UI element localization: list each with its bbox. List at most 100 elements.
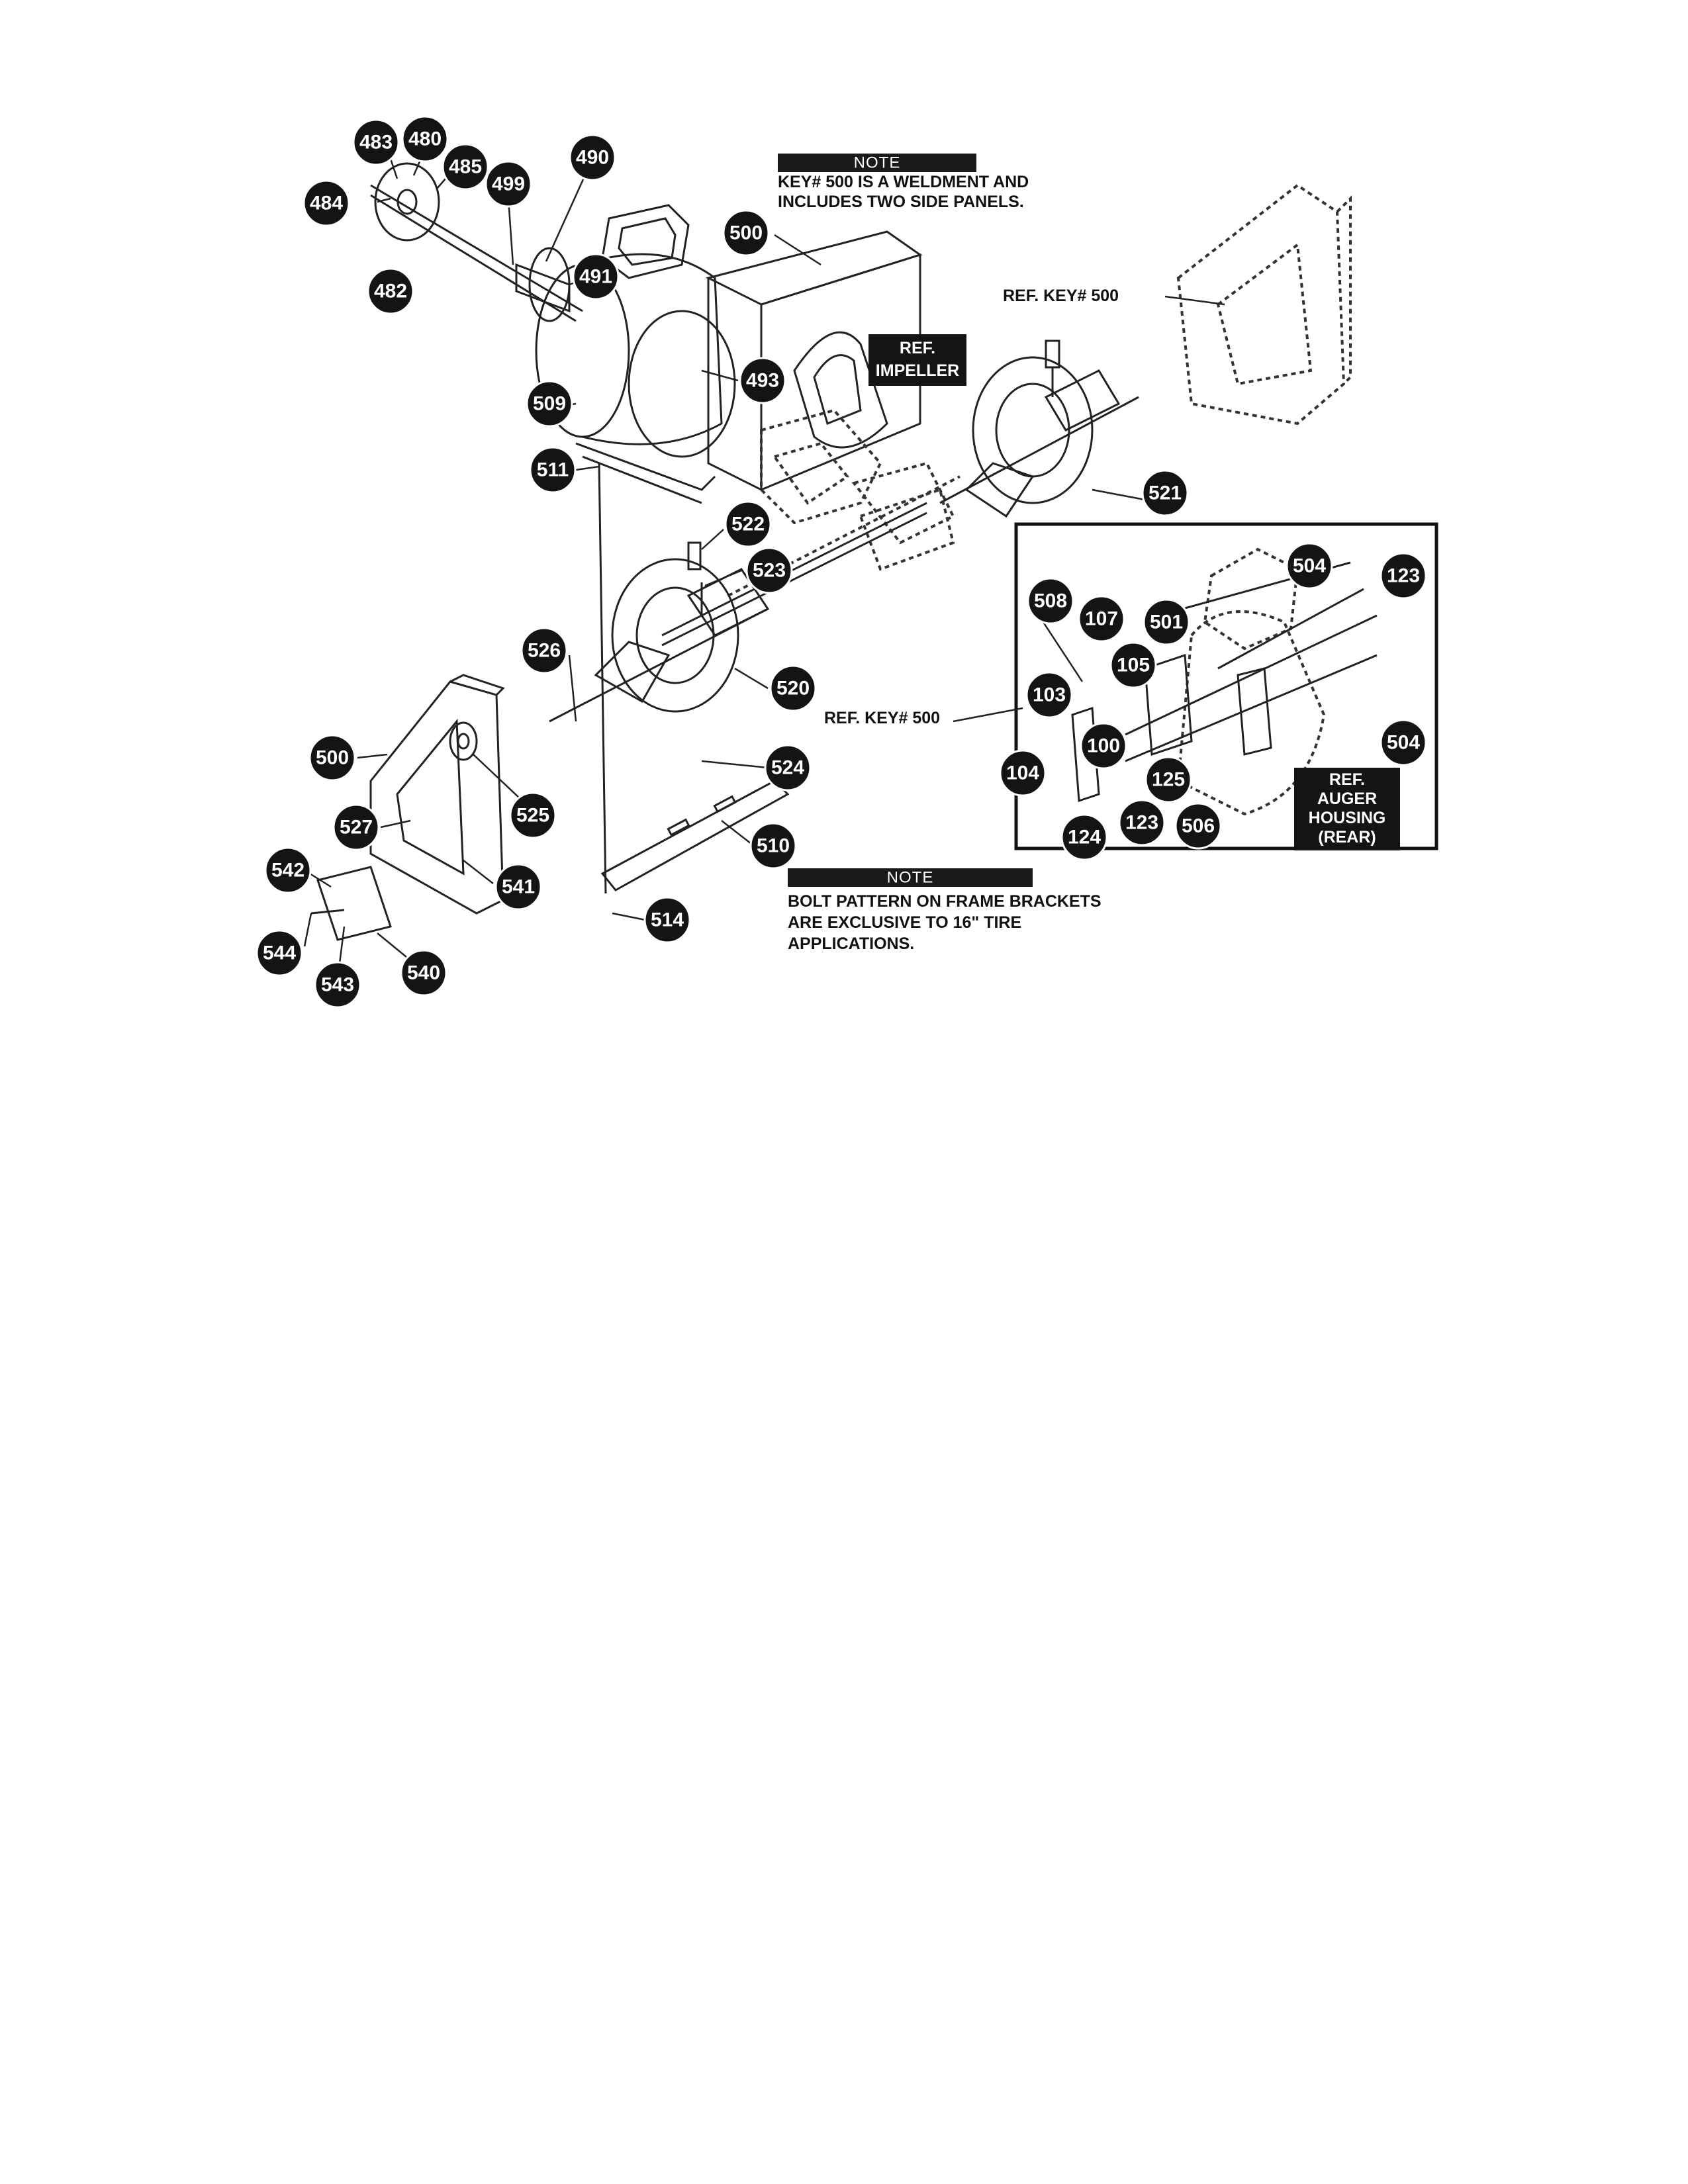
svg-text:525: 525 [516,805,549,827]
impeller-housing-drawing [370,162,923,504]
callout-103: 103 [1025,671,1073,719]
note-bolt-line-2: ARE EXCLUSIVE TO 16" TIRE [788,913,1021,932]
callout-125: 125 [1145,756,1192,803]
svg-text:484: 484 [310,193,343,214]
svg-text:491: 491 [579,266,612,288]
callout-506: 506 [1174,802,1222,850]
note-weldment-line-1: KEY# 500 IS A WELDMENT AND [778,173,1029,191]
inset-frame-brackets [1014,522,1438,850]
callout-484: 484 [303,179,350,227]
callout-504-lower: 504 [1380,719,1427,766]
svg-text:100: 100 [1087,735,1120,757]
svg-text:480: 480 [408,128,442,150]
callout-526: 526 [520,627,568,674]
callout-501: 501 [1143,598,1190,646]
callout-500-lower: 500 [308,734,356,782]
svg-text:493: 493 [746,370,779,392]
note-bolt-line-3: APPLICATIONS. [788,934,914,953]
callout-504-upper: 504 [1286,542,1333,590]
svg-text:521: 521 [1149,482,1182,504]
svg-text:514: 514 [651,909,684,931]
svg-text:490: 490 [576,147,609,169]
callout-524: 524 [764,744,812,792]
note-bolt-heading: NOTE [887,869,934,887]
svg-text:485: 485 [449,156,482,178]
ref-auger-line-2: AUGER [1317,790,1377,808]
callout-544: 544 [256,929,303,977]
svg-text:125: 125 [1152,769,1185,791]
note-bolt-pattern: NOTE BOLT PATTERN ON FRAME BRACKETS ARE … [788,868,1102,953]
callout-514: 514 [643,896,691,944]
callout-542: 542 [264,846,312,894]
svg-text:526: 526 [528,640,561,662]
ref-key-500-label-lower: REF. KEY# 500 [824,709,940,727]
svg-text:542: 542 [271,860,305,882]
callout-105: 105 [1109,641,1157,689]
svg-text:523: 523 [753,560,786,582]
callout-522: 522 [724,500,772,548]
svg-text:504: 504 [1293,555,1326,577]
svg-text:522: 522 [731,514,765,535]
svg-text:543: 543 [321,974,354,996]
svg-text:103: 103 [1033,684,1066,706]
callout-510: 510 [749,822,797,870]
callout-124: 124 [1060,813,1108,861]
callout-485: 485 [442,143,489,191]
left-side-panel-drawing [310,463,790,941]
svg-text:544: 544 [263,942,296,964]
dashed-reference-parts [727,183,1352,816]
ref-auger-housing-box: REF. AUGER HOUSING (REAR) [1294,768,1400,850]
callout-491: 491 [572,253,620,300]
svg-text:541: 541 [502,876,535,898]
svg-text:499: 499 [492,173,525,195]
callout-508: 508 [1027,577,1074,625]
svg-text:107: 107 [1085,608,1118,630]
callout-490: 490 [569,134,616,181]
callout-483: 483 [352,118,400,166]
callout-543: 543 [314,961,361,1009]
callout-493: 493 [739,357,786,404]
svg-text:500: 500 [316,747,349,769]
svg-text:510: 510 [757,835,790,857]
ref-impeller-line-1: REF. [900,339,935,357]
svg-text:540: 540 [407,962,440,984]
svg-text:520: 520 [776,678,810,700]
svg-text:123: 123 [1387,565,1420,587]
svg-text:123: 123 [1125,812,1158,834]
note-weldment-heading: NOTE [854,154,901,172]
svg-text:527: 527 [340,817,373,839]
svg-text:105: 105 [1117,655,1150,676]
callout-520: 520 [769,664,817,712]
callout-499: 499 [485,160,532,208]
ref-key-500-label-upper: REF. KEY# 500 [1003,287,1119,305]
callout-100: 100 [1080,722,1127,770]
svg-text:504: 504 [1387,732,1420,754]
svg-text:104: 104 [1006,762,1039,784]
callout-541: 541 [494,863,542,911]
callout-511: 511 [529,446,577,494]
svg-text:500: 500 [729,222,763,244]
ref-impeller-box: REF. IMPELLER [868,334,966,386]
callout-123-lower: 123 [1118,799,1166,846]
note-bolt-line-1: BOLT PATTERN ON FRAME BRACKETS [788,892,1102,911]
callout-123-upper: 123 [1380,552,1427,600]
callout-527: 527 [332,803,380,851]
svg-text:124: 124 [1068,827,1101,848]
svg-text:483: 483 [359,132,393,154]
callout-482: 482 [367,267,414,315]
svg-text:501: 501 [1150,612,1183,633]
callout-521: 521 [1141,469,1189,517]
inset-border [1014,522,1438,850]
callout-540: 540 [400,949,447,997]
callout-523: 523 [745,547,793,594]
svg-text:506: 506 [1182,815,1215,837]
svg-text:524: 524 [771,757,804,779]
note-weldment-line-2: INCLUDES TWO SIDE PANELS. [778,193,1024,211]
svg-text:511: 511 [537,459,569,481]
callout-107: 107 [1078,595,1125,643]
svg-text:508: 508 [1034,590,1067,612]
ref-auger-line-4: (REAR) [1318,828,1376,846]
callout-509: 509 [526,380,573,428]
augers-drawing [549,340,1139,723]
svg-text:509: 509 [533,393,566,415]
